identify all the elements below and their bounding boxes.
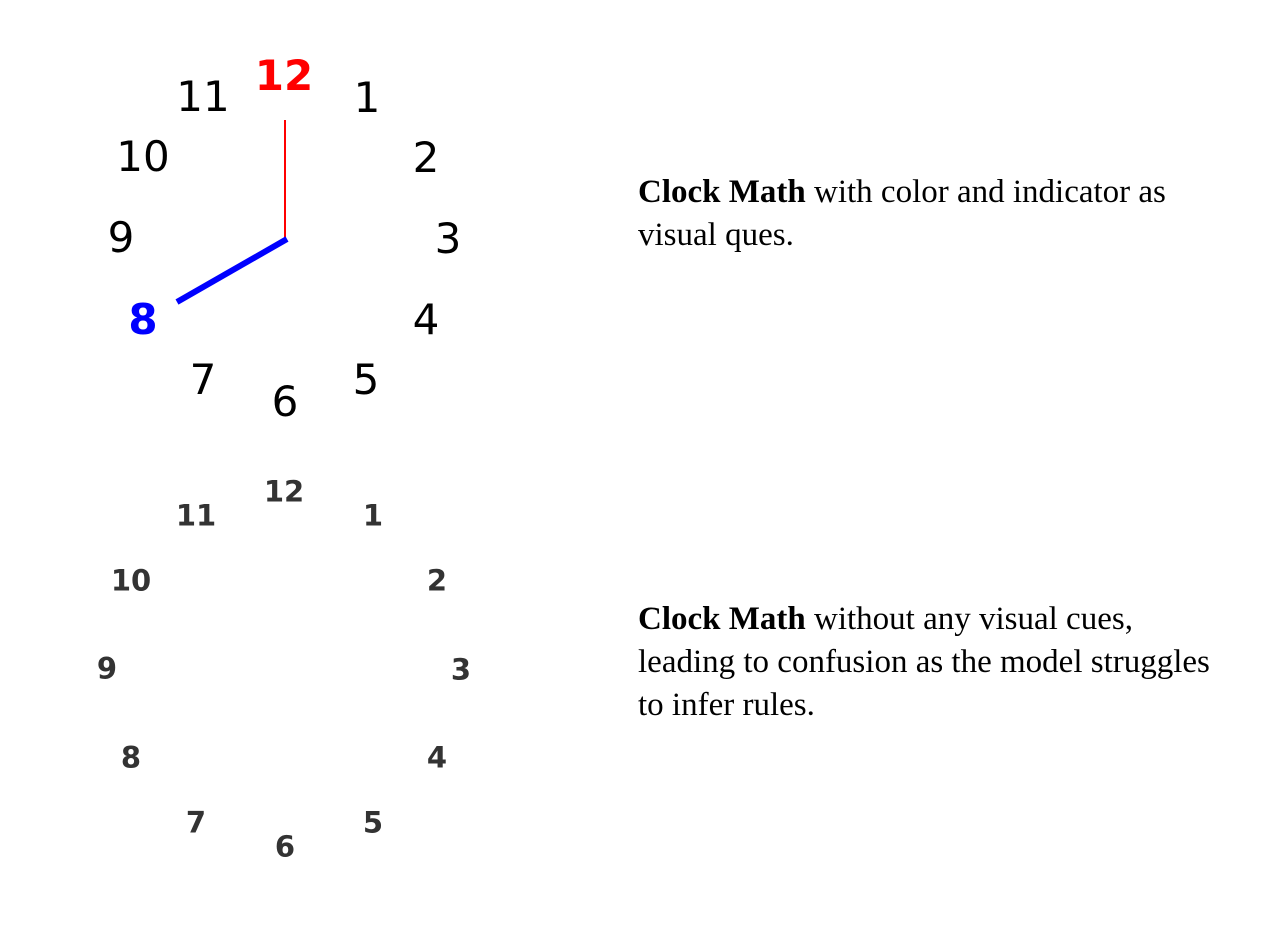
clock-number-2: 2 [426,563,448,598]
clock-with-cues: 12 1 2 3 4 5 6 7 8 9 10 11 [0,0,600,450]
clock-number-5: 5 [362,805,384,840]
clock-number-1: 1 [353,73,381,122]
caption-text: without any visual cues, leading to conf… [638,601,1210,723]
clock-number-11: 11 [176,72,230,121]
caption-text: with color and indicator as visual ques. [638,174,1166,253]
clock-number-2: 2 [412,133,440,182]
clock-number-6: 6 [271,377,299,426]
clock-number-3: 3 [450,652,472,687]
caption-with-cues: Clock Math with color and indicator as v… [638,171,1238,257]
hour-8-hand [175,236,289,305]
clock-number-11: 11 [175,498,217,533]
clock-number-12: 12 [254,51,314,100]
clock-number-7: 7 [189,355,217,404]
clock-hands [175,120,289,305]
clock-without-cues: 12 1 2 3 4 5 6 7 8 9 10 11 [0,450,600,939]
clock-number-5: 5 [352,355,380,404]
clock-number-7: 7 [185,805,207,840]
clock-number-8: 8 [120,740,142,775]
clock-number-9: 9 [96,651,118,686]
clock-number-4: 4 [412,295,440,344]
clock-number-10: 10 [116,132,170,181]
caption-bold-title: Clock Math [638,601,806,637]
clock-number-10: 10 [110,563,152,598]
clock-number-9: 9 [107,213,135,262]
caption-bold-title: Clock Math [638,174,806,210]
clock-number-12: 12 [263,474,305,509]
clock-number-4: 4 [426,740,448,775]
caption-without-cues: Clock Math without any visual cues, lead… [638,598,1238,727]
clock-number-6: 6 [274,829,296,864]
clock-number-1: 1 [362,498,384,533]
clock-number-8: 8 [128,295,158,344]
clock-number-3: 3 [434,214,462,263]
